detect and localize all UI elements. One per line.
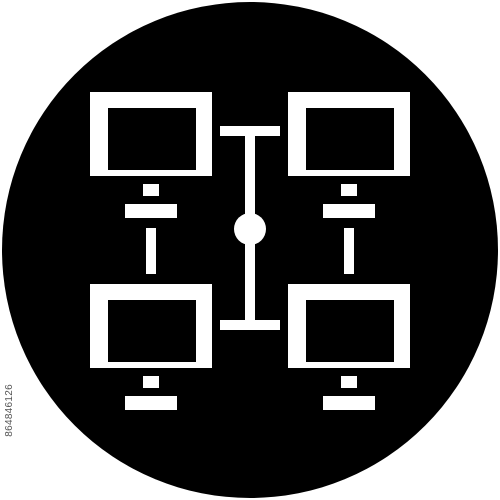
monitor-bottom-right-icon — [288, 284, 410, 410]
right-connector-line — [344, 228, 354, 274]
network-hub-icon — [220, 126, 280, 330]
stock-id-label: 864846126 — [4, 384, 15, 437]
monitor-top-right-icon — [288, 92, 410, 218]
monitor-top-left-icon — [90, 92, 212, 218]
monitor-bottom-left-icon — [90, 284, 212, 410]
left-connector-line — [146, 228, 156, 274]
